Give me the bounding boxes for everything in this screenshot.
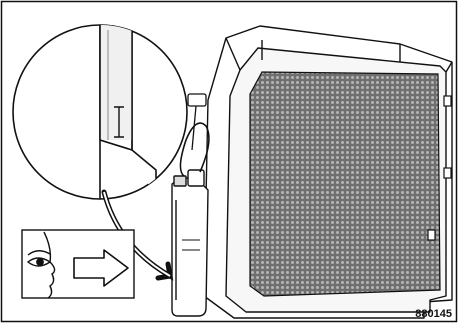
coolant-reservoir <box>172 170 208 316</box>
inspect-visually-inset <box>22 230 134 298</box>
reference-number: 880145 <box>415 308 452 320</box>
radiator-grille <box>250 72 440 296</box>
